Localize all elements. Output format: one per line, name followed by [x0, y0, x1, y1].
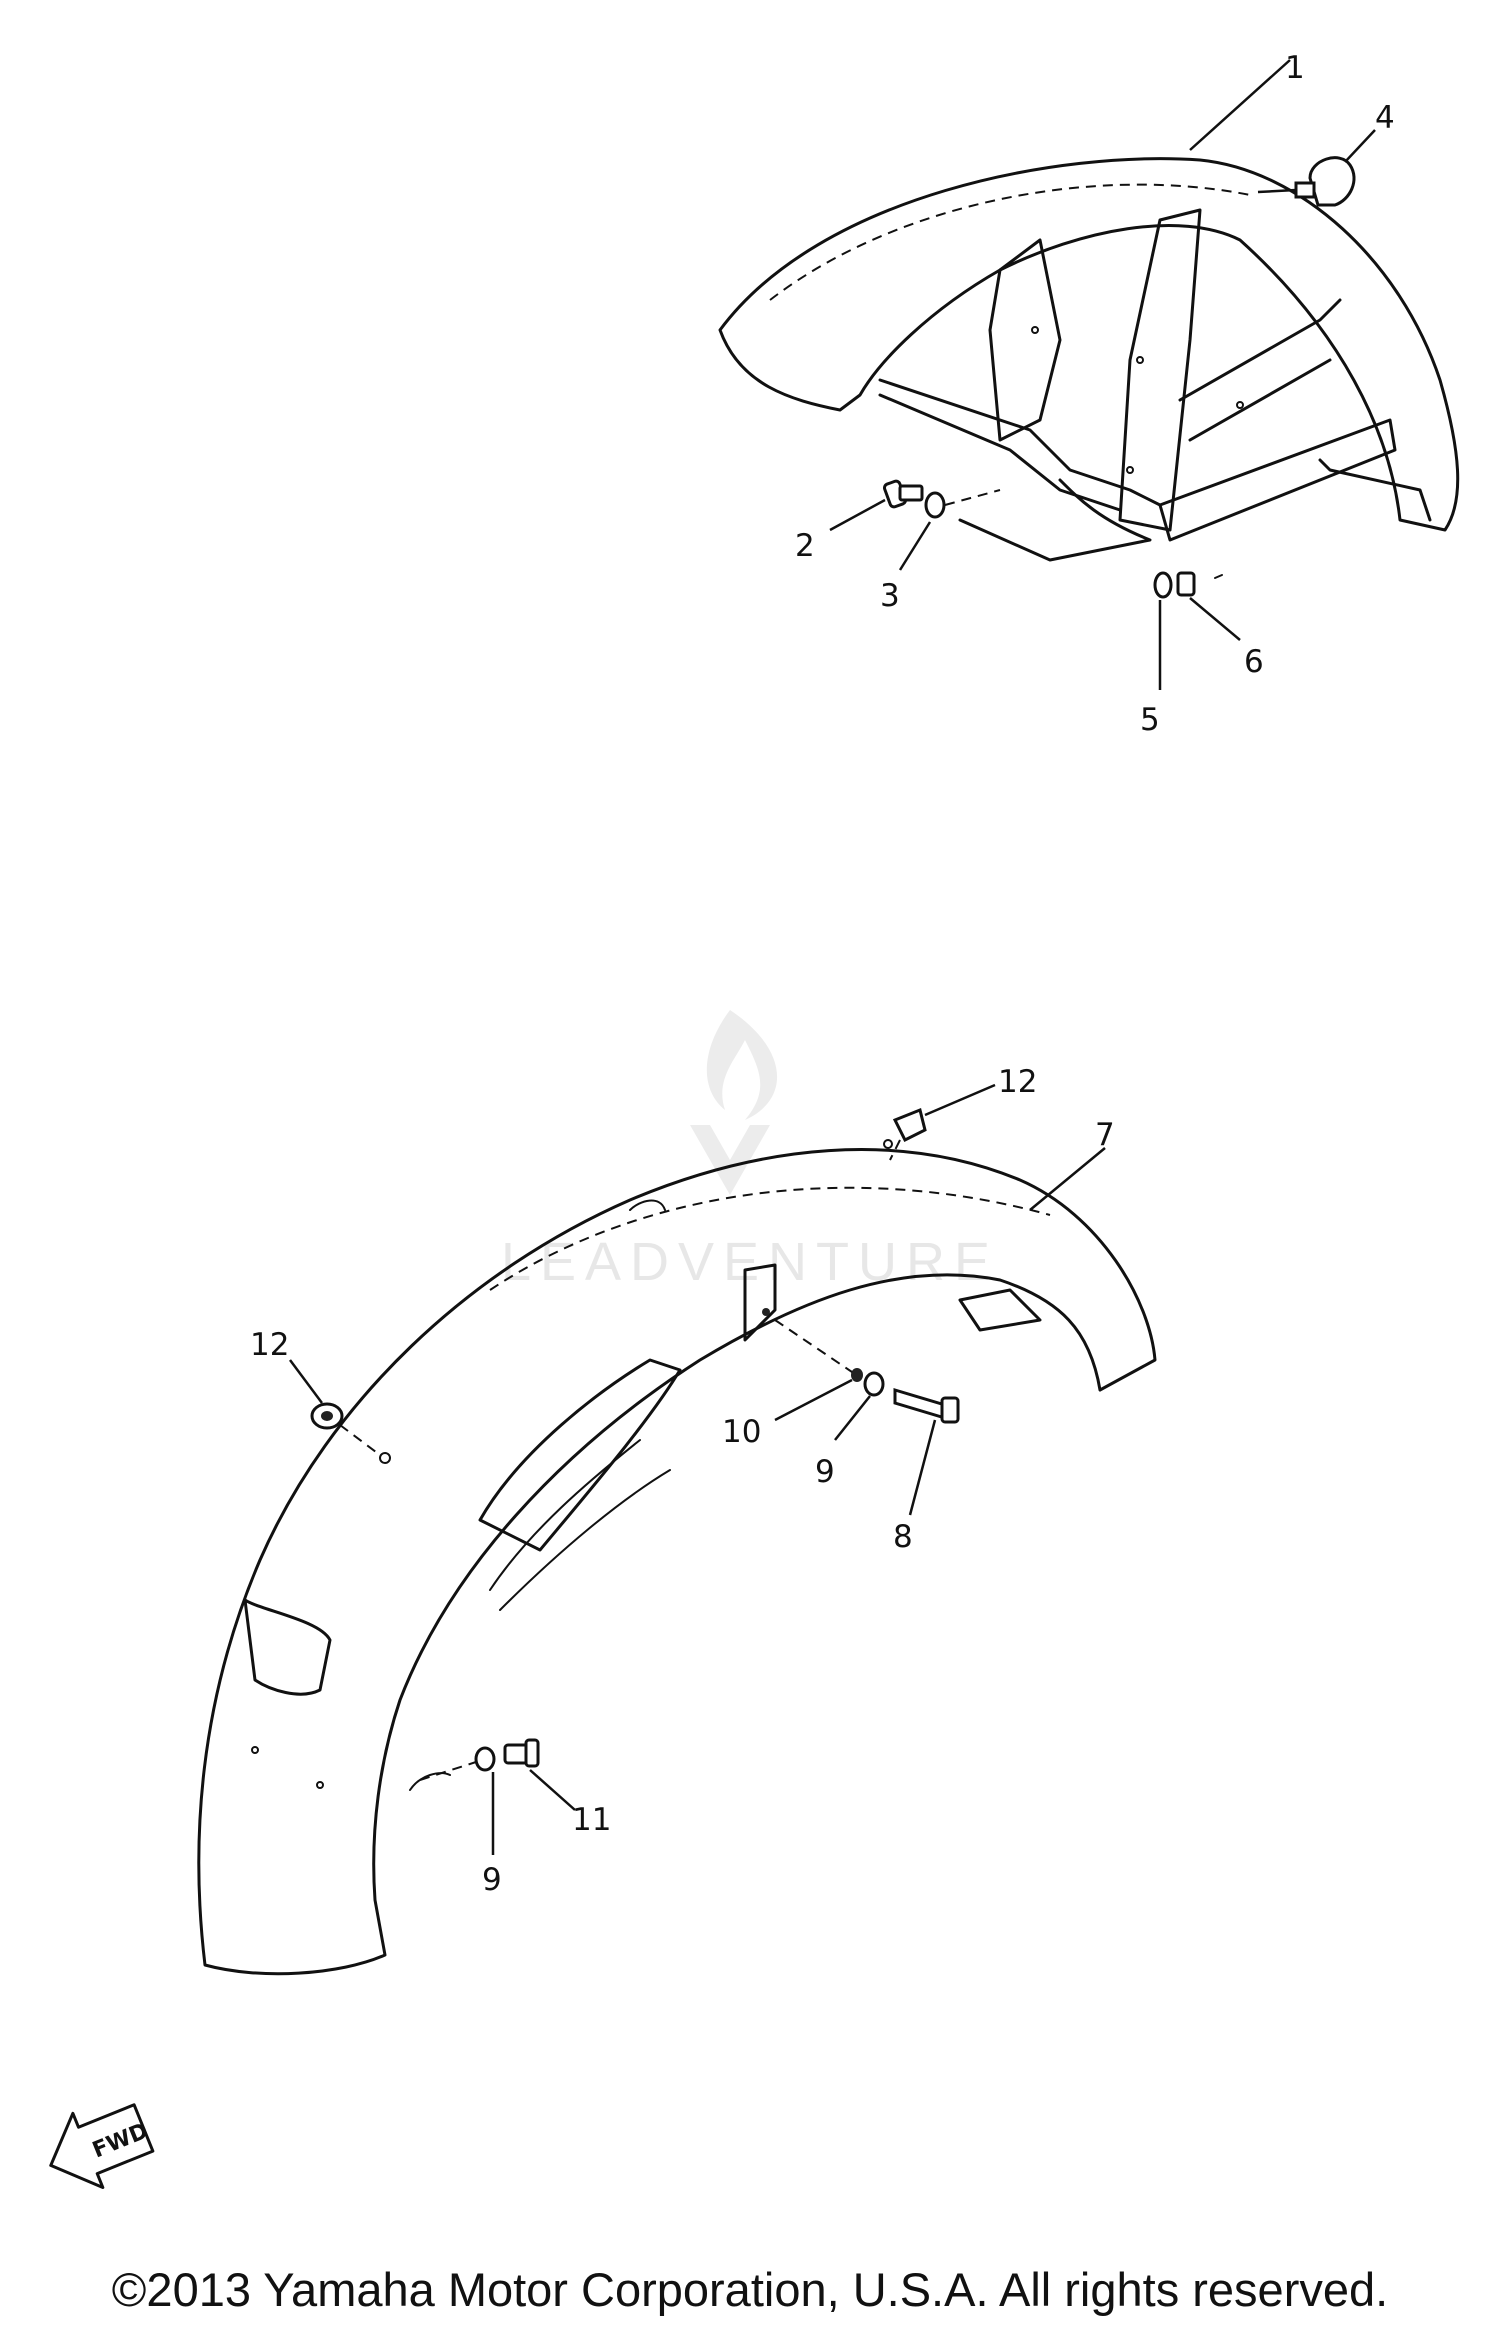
watermark-text: LEADVENTURE	[501, 1232, 999, 1292]
nut-part-6	[1176, 571, 1241, 641]
rear-fender	[197, 1139, 1157, 1976]
copyright-notice: ©2013 Yamaha Motor Corporation, U.S.A. A…	[111, 2263, 1389, 2316]
grommet-part-12-left	[288, 1359, 381, 1456]
callout-12-left: 12	[250, 1327, 289, 1363]
washer-part-9-upper	[834, 1371, 885, 1441]
reflector-part-4	[1257, 129, 1376, 207]
bolt-part-2	[829, 479, 924, 532]
callout-7: 7	[1095, 1117, 1115, 1153]
callout-1: 1	[1285, 50, 1305, 86]
callout-10: 10	[722, 1414, 761, 1450]
callout-12-top: 12	[998, 1064, 1037, 1100]
callout-2: 2	[795, 528, 815, 564]
nut-part-10	[774, 1319, 863, 1422]
callout-6: 6	[1244, 644, 1264, 680]
bolt-part-11	[503, 1738, 576, 1811]
front-fender	[718, 157, 1460, 562]
callout-4: 4	[1375, 100, 1395, 136]
callout-11: 11	[572, 1802, 611, 1838]
callout-8: 8	[893, 1519, 913, 1555]
grommet-part-12-top	[889, 1083, 996, 1161]
washer-part-3	[898, 489, 1001, 571]
watermark-flame-icon	[706, 1010, 778, 1120]
callout-5: 5	[1140, 702, 1160, 738]
fwd-arrow-icon: FWD	[49, 2103, 155, 2190]
callout-3: 3	[880, 578, 900, 614]
callout-9-upper: 9	[815, 1454, 835, 1490]
callout-9-lower: 9	[482, 1862, 502, 1898]
watermark: LEADVENTURE	[501, 1010, 999, 1292]
bolt-part-8	[893, 1387, 960, 1516]
washer-part-9-lower	[419, 1746, 496, 1855]
washer-part-5	[1153, 571, 1173, 690]
